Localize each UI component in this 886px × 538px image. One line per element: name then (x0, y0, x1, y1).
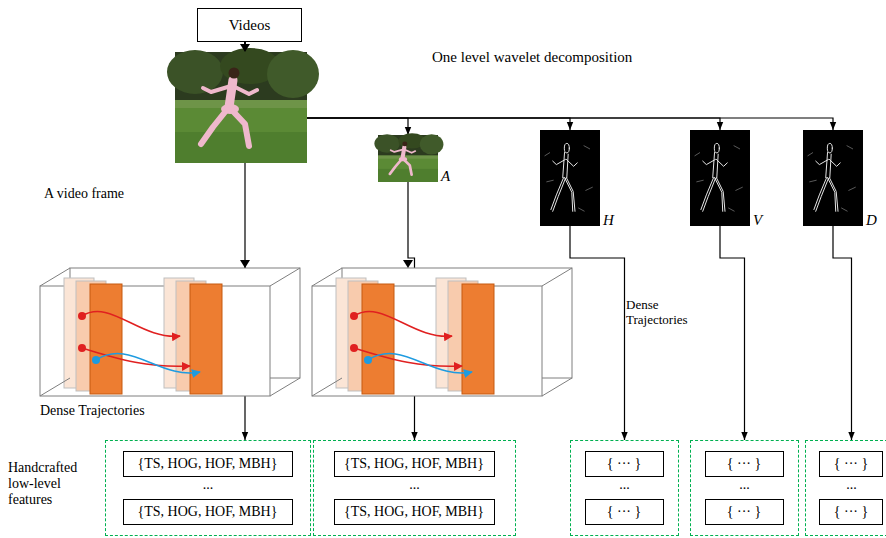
trajectory-volume (312, 268, 572, 396)
feature-box: {TS, HOG, HOF, MBH} (334, 451, 495, 477)
arrow-head (240, 260, 250, 268)
video-frame-photo (167, 48, 319, 163)
feature-box: { ··· } (585, 451, 664, 477)
feature-group: ... {TS, HOG, HOF, MBH} {TS, HOG, HOF, MBH… (105, 440, 311, 536)
horizontal-detail-image (540, 130, 600, 226)
feature-group: ... {TS, HOG, HOF, MBH} {TS, HOG, HOF, MBH… (313, 440, 516, 536)
annotation-label: Dense Trajectories (40, 403, 145, 419)
feature-group: ... { ··· } { ··· } (570, 440, 679, 536)
feature-group: ... { ··· } { ··· } (690, 440, 799, 536)
node-label: {TS, HOG, HOF, MBH} (138, 504, 278, 520)
vertical-detail-image (690, 130, 750, 226)
feature-box: { ··· } (705, 451, 784, 477)
process-box: Videos (197, 8, 302, 42)
node-label: { ··· } (727, 504, 761, 520)
feature-box: {TS, HOG, HOF, MBH} (334, 499, 495, 525)
node-label: { ··· } (607, 456, 641, 472)
node-label: ... (314, 478, 515, 492)
flow-arrow (833, 226, 852, 440)
feature-box: { ··· } (705, 499, 784, 525)
node-label: ... (806, 478, 886, 492)
arrow-head (403, 260, 413, 268)
node-label: H (603, 212, 614, 229)
subband-image: H (540, 130, 600, 226)
flow-arrow (245, 42, 833, 130)
flow-arrow (720, 226, 745, 440)
node-label: ... (571, 478, 678, 492)
feature-box: {TS, HOG, HOF, MBH} (123, 499, 293, 525)
subband-image: D (803, 130, 863, 226)
node-label: V (753, 212, 762, 229)
node-label: {TS, HOG, HOF, MBH} (344, 456, 484, 472)
flow-arrow (570, 226, 625, 440)
node-label: D (866, 212, 877, 229)
trajectory-volume (40, 268, 300, 396)
node-label: { ··· } (834, 456, 868, 472)
annotation-label: Dense Trajectories (626, 298, 706, 328)
node-label: { ··· } (834, 504, 868, 520)
node-label: ... (691, 478, 798, 492)
subband-image: V (690, 130, 750, 226)
subband-image: A (378, 135, 438, 182)
feature-box: { ··· } (819, 499, 883, 525)
node-label: A (441, 168, 450, 185)
node-label: Videos (229, 17, 271, 34)
node-label: {TS, HOG, HOF, MBH} (138, 456, 278, 472)
feature-box: { ··· } (819, 451, 883, 477)
annotation-label: A video frame (44, 186, 124, 202)
approximation-image (374, 133, 443, 182)
node-label: ... (106, 478, 310, 492)
node-label: { ··· } (727, 456, 761, 472)
annotation-label: Handcrafted low-level features (8, 460, 96, 508)
diagonal-detail-image (803, 130, 863, 226)
node-label: {TS, HOG, HOF, MBH} (344, 504, 484, 520)
annotation-label: One level wavelet decomposition (432, 49, 632, 66)
node-label: { ··· } (607, 504, 641, 520)
feature-box: {TS, HOG, HOF, MBH} (123, 451, 293, 477)
flow-arrow (245, 42, 720, 130)
feature-group: ... { ··· } { ··· } (805, 440, 886, 536)
feature-box: { ··· } (585, 499, 664, 525)
arrow-head (240, 44, 250, 52)
